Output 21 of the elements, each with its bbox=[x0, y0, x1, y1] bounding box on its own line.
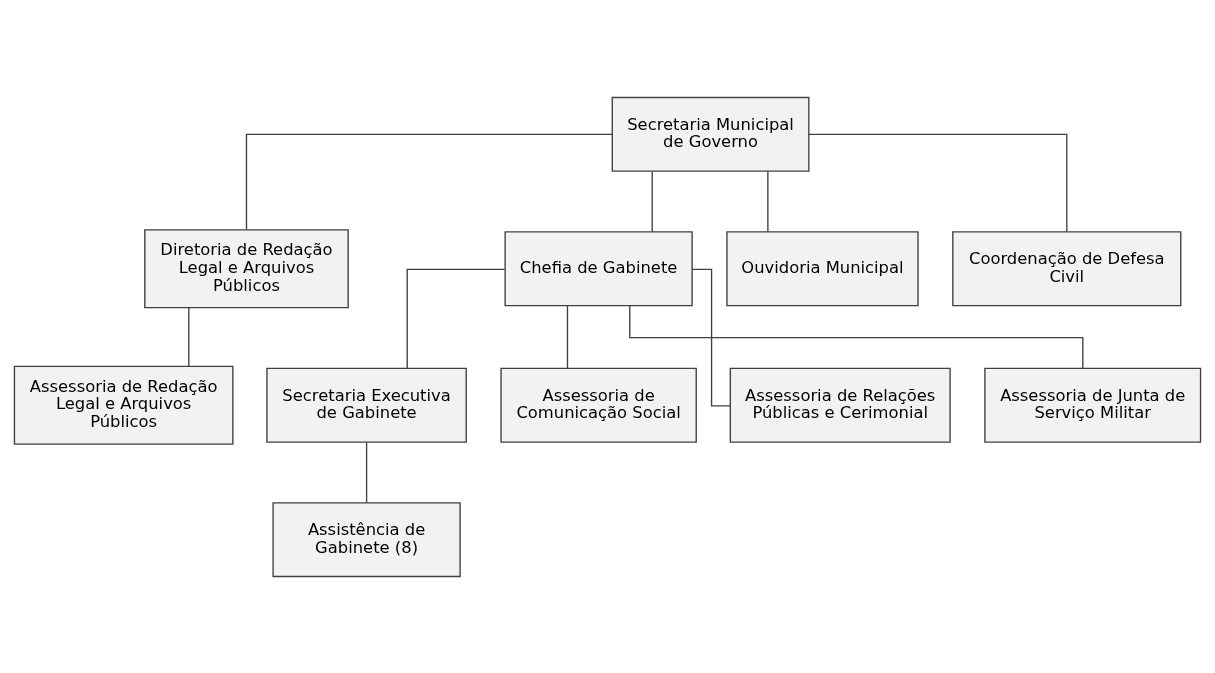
connector bbox=[651, 170, 653, 232]
connector bbox=[245, 133, 613, 230]
node-box: Secretaria Executiva de Gabinete bbox=[266, 367, 467, 443]
connector bbox=[188, 306, 190, 367]
node-box: Assessoria de Relações Públicas e Cerimonial bbox=[729, 367, 951, 443]
node-box: Chefia de Gabinete bbox=[504, 230, 693, 306]
connector bbox=[767, 170, 769, 232]
node-box: Assessoria de Comunicação Social bbox=[500, 367, 697, 443]
connector bbox=[566, 304, 569, 369]
node-box: Assessoria de Junta de Serviço Militar bbox=[984, 367, 1202, 443]
node-box: Secretaria Municipal de Governo bbox=[611, 96, 810, 172]
node-box: Ouvidoria Municipal bbox=[726, 230, 919, 306]
node-box: Assistência de Gabinete (8) bbox=[272, 501, 461, 577]
node-box: Assessoria de Redação Legal e Arquivos Públicos bbox=[13, 365, 234, 445]
node-box: Diretoria de Redação Legal e Arquivos Públicos bbox=[144, 228, 349, 308]
connector bbox=[629, 304, 1084, 369]
node-box: Coordenação de Defesa Civil bbox=[952, 230, 1182, 306]
connector bbox=[691, 268, 731, 407]
connector bbox=[808, 133, 1068, 232]
connector bbox=[406, 268, 506, 369]
connector bbox=[365, 441, 368, 503]
